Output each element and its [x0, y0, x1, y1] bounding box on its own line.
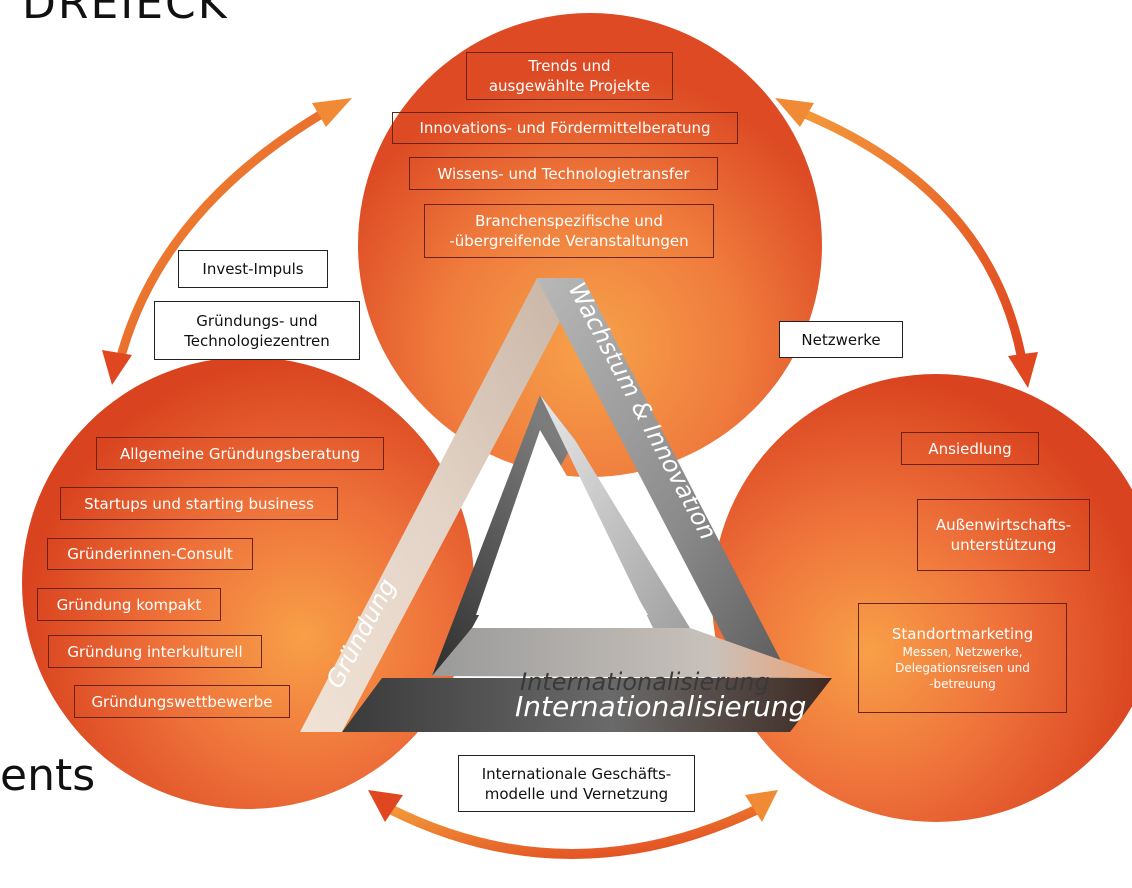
- top-circle: [358, 13, 822, 477]
- impossible-triangle: [300, 278, 832, 732]
- arrowhead-top-left-end: [312, 98, 352, 127]
- arrowhead-bottom-right: [745, 790, 778, 822]
- box-wettbewerbe: Gründungswettbewerbe: [74, 685, 290, 718]
- arrowhead-right-end: [1008, 352, 1038, 388]
- box-startups: Startups und starting business: [60, 487, 338, 520]
- header-fragment: DREIECK: [22, 0, 229, 29]
- arrow-top-right: [795, 107, 1027, 365]
- box-innovation: Innovations- und Fördermittelberatung: [392, 112, 738, 144]
- arrow-bottom: [383, 803, 765, 859]
- right-circle: [712, 374, 1132, 822]
- triangle-label-bottom-shadow: Internationalisierung: [520, 668, 770, 696]
- standort-subtitle: Messen, Netzwerke, Delegationsreisen und…: [895, 645, 1030, 691]
- box-gruendungszentren: Gründungs- und Technologiezentren: [154, 301, 360, 360]
- triangle-bottom-top: [432, 628, 832, 678]
- box-gruenderinnen: Gründerinnen-Consult: [47, 538, 253, 570]
- triangle-right-face: [537, 278, 790, 678]
- arrow-heads: [102, 98, 1038, 822]
- box-ansiedlung: Ansiedlung: [901, 432, 1039, 465]
- box-branchen: Branchenspezifische und -übergreifende V…: [424, 204, 714, 258]
- box-aussenwirtschaft: Außenwirtschafts- unterstützung: [917, 499, 1090, 571]
- triangle-label-bottom: Internationalisierung: [515, 690, 806, 723]
- triangle-right-inner: [540, 395, 690, 628]
- triangle-bottom-face: [342, 678, 832, 732]
- box-wissen: Wissens- und Technologietransfer: [409, 157, 718, 190]
- box-netzwerke: Netzwerke: [779, 321, 903, 358]
- box-invest-impuls: Invest-Impuls: [178, 250, 328, 288]
- box-kompakt: Gründung kompakt: [37, 588, 221, 621]
- triangle-left-face: [300, 278, 583, 732]
- arrow-top-left: [115, 107, 330, 365]
- arrows: [115, 107, 1027, 859]
- triangle-hole: [476, 430, 648, 615]
- box-allgemeine-gruendung: Allgemeine Gründungsberatung: [96, 437, 384, 470]
- side-fragment: ents: [0, 750, 96, 801]
- box-standortmarketing: Standortmarketing Messen, Netzwerke, Del…: [858, 603, 1067, 713]
- standort-title: Standortmarketing: [891, 625, 1034, 643]
- arrowhead-bottom-left: [368, 790, 403, 822]
- box-interkulturell: Gründung interkulturell: [48, 635, 262, 668]
- arrowhead-top-right-end: [775, 98, 814, 127]
- arrowhead-left-end: [102, 350, 132, 385]
- box-trends: Trends und ausgewählte Projekte: [466, 52, 673, 100]
- box-international: Internationale Geschäfts- modelle und Ve…: [458, 755, 695, 812]
